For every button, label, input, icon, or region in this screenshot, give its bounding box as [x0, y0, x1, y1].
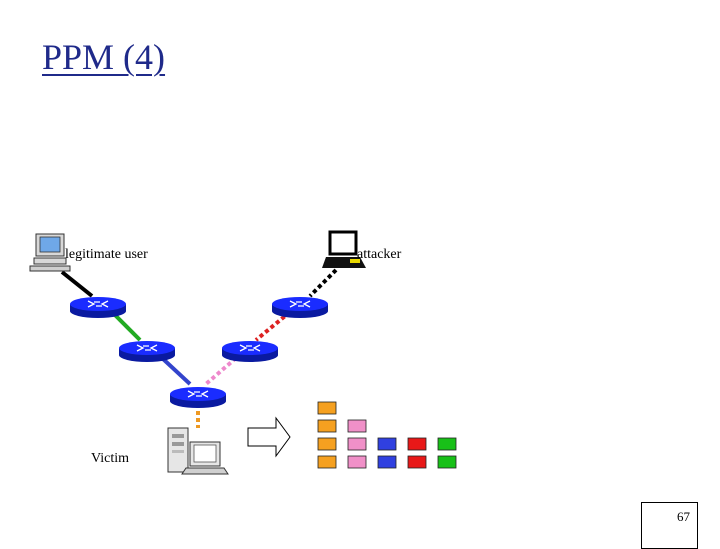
link-router3-to-router5: [160, 356, 192, 386]
right-arrow-icon: [247, 416, 291, 458]
server-computer-icon: [167, 427, 229, 475]
desktop-computer-icon: [29, 233, 71, 272]
attacker-label: attacker: [357, 247, 402, 262]
marking-table: [317, 401, 457, 469]
link-router1-to-router3: [110, 310, 142, 342]
router-icon: [272, 297, 328, 318]
router-icon: [119, 341, 175, 362]
marking-square: [407, 455, 427, 469]
marking-square: [317, 401, 337, 415]
link-attacker-to-router2: [308, 268, 338, 298]
marking-square: [377, 437, 397, 451]
slide-title: PPM (4): [42, 37, 166, 77]
marking-square: [437, 437, 457, 451]
router-icon: [222, 341, 278, 362]
laptop-icon: [322, 230, 366, 268]
victim-label: Victim: [91, 451, 130, 466]
router-icon: [170, 387, 226, 408]
legitimate-user-label: legitimate user: [65, 247, 148, 262]
page-number: 67: [677, 509, 690, 524]
router-icon: [70, 297, 126, 318]
marking-square: [407, 437, 427, 451]
marking-square: [347, 419, 367, 433]
marking-square: [437, 455, 457, 469]
marking-square: [347, 455, 367, 469]
marking-square: [347, 437, 367, 451]
marking-square: [317, 437, 337, 451]
marking-square: [377, 455, 397, 469]
link-router4-to-router5: [204, 356, 238, 386]
marking-square: [317, 455, 337, 469]
page-number-box: 67: [641, 502, 698, 549]
link-legit-to-router1: [60, 270, 94, 298]
legit-path-links: [60, 270, 192, 386]
marking-square: [317, 419, 337, 433]
